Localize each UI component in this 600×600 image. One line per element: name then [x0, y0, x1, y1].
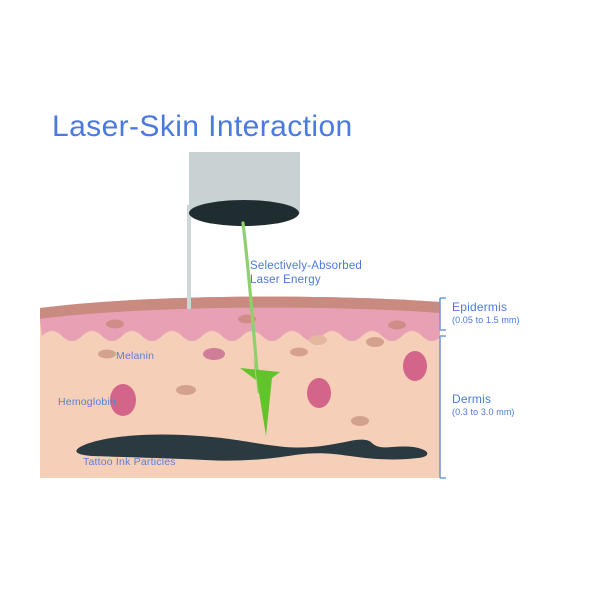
epidermis-melanin-group [106, 314, 406, 330]
beam-arrowhead [240, 355, 280, 436]
laser-device[interactable] [187, 152, 300, 309]
epidermis-bracket [439, 297, 446, 331]
hemoglobin-cell [403, 351, 427, 381]
laser-beam [240, 221, 280, 436]
skin-block [40, 296, 440, 478]
stratum-corneum-band [40, 296, 440, 319]
melanin-particle [366, 337, 384, 347]
hemoglobin-cell [307, 378, 331, 408]
dermis-bracket [439, 335, 446, 479]
layer-brackets [439, 297, 446, 479]
melanin-particle [290, 347, 308, 357]
tattoo-ink-blob [76, 434, 428, 461]
melanin-particle [388, 320, 406, 330]
melanin-particle [98, 349, 116, 359]
melanin-particle [351, 416, 369, 426]
dermis-structures-group [98, 335, 427, 426]
melanin-particle [176, 385, 196, 395]
laser-aperture [189, 200, 299, 226]
hemoglobin-cell [110, 384, 136, 416]
melanin-particle [106, 319, 124, 329]
hemoglobin-cell [203, 348, 225, 360]
melanin-particle [309, 335, 327, 345]
laser-support-pole [187, 205, 191, 309]
dermis-layer [40, 296, 440, 478]
